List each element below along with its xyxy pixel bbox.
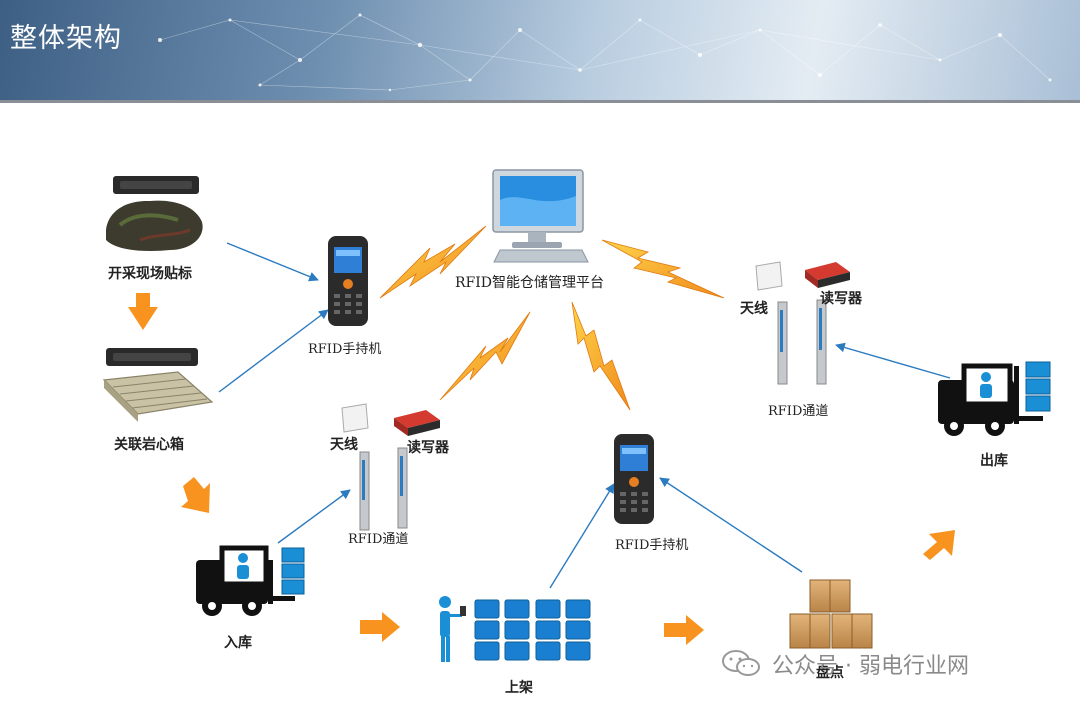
data-link-lines	[218, 242, 951, 589]
page-title: 整体架构	[10, 23, 122, 54]
rfid-tag-icon	[113, 176, 199, 194]
forklift-icon	[938, 361, 1051, 436]
flow-arrow-diagonal	[181, 477, 210, 513]
reader-device-icon	[805, 262, 850, 288]
node-label-reader-2: 读写器	[820, 291, 862, 307]
handheld-reader-icon	[614, 434, 654, 524]
flow-arrow-up	[923, 530, 955, 560]
flow-arrow-right	[664, 615, 704, 645]
node-label-mining: 开采现场贴标	[108, 266, 192, 282]
node-label-inbound: 入库	[224, 635, 252, 651]
node-label-handheld-2: RFID手持机	[615, 538, 689, 553]
node-label-platform: RFID智能仓储管理平台	[455, 275, 605, 291]
antenna-icon	[341, 403, 369, 433]
handheld-reader-icon	[328, 236, 368, 326]
starfield-network-background	[158, 13, 1052, 92]
node-label-antenna-2: 天线	[740, 301, 768, 317]
header-banner: 整体架构	[0, 0, 1080, 101]
flow-arrow-right	[360, 612, 400, 642]
rfid-gate-icon	[359, 447, 408, 531]
monitor-icon	[492, 169, 589, 263]
reader-device-icon	[394, 410, 440, 436]
wireless-lightning-icon	[379, 225, 725, 411]
node-label-channel-1: RFID通道	[348, 532, 409, 547]
cardboard-boxes-icon	[789, 579, 873, 649]
node-label-shelving: 上架	[505, 680, 533, 696]
antenna-icon	[755, 261, 783, 291]
watermark-text: 公众号 · 弱电行业网	[772, 654, 969, 679]
core-box-icon	[102, 371, 214, 422]
node-label-reader-1: 读写器	[407, 440, 449, 456]
rfid-tag-icon	[106, 348, 198, 366]
wechat-icon	[722, 650, 760, 676]
node-label-core-box: 关联岩心箱	[114, 437, 184, 453]
worker-scanning-icon	[439, 596, 466, 662]
node-label-antenna-1: 天线	[330, 437, 358, 453]
node-label-handheld-1: RFID手持机	[308, 342, 382, 357]
flow-arrow-down	[128, 293, 158, 330]
forklift-icon	[196, 545, 305, 616]
shelf-crates-icon	[474, 599, 591, 661]
node-label-outbound: 出库	[980, 453, 1008, 469]
rock-sample-icon	[106, 200, 203, 251]
node-label-channel-2: RFID通道	[768, 404, 829, 419]
rfid-gate-icon	[777, 299, 827, 385]
header-divider	[0, 100, 1080, 103]
node-label-inventory: 盘点	[816, 665, 844, 681]
